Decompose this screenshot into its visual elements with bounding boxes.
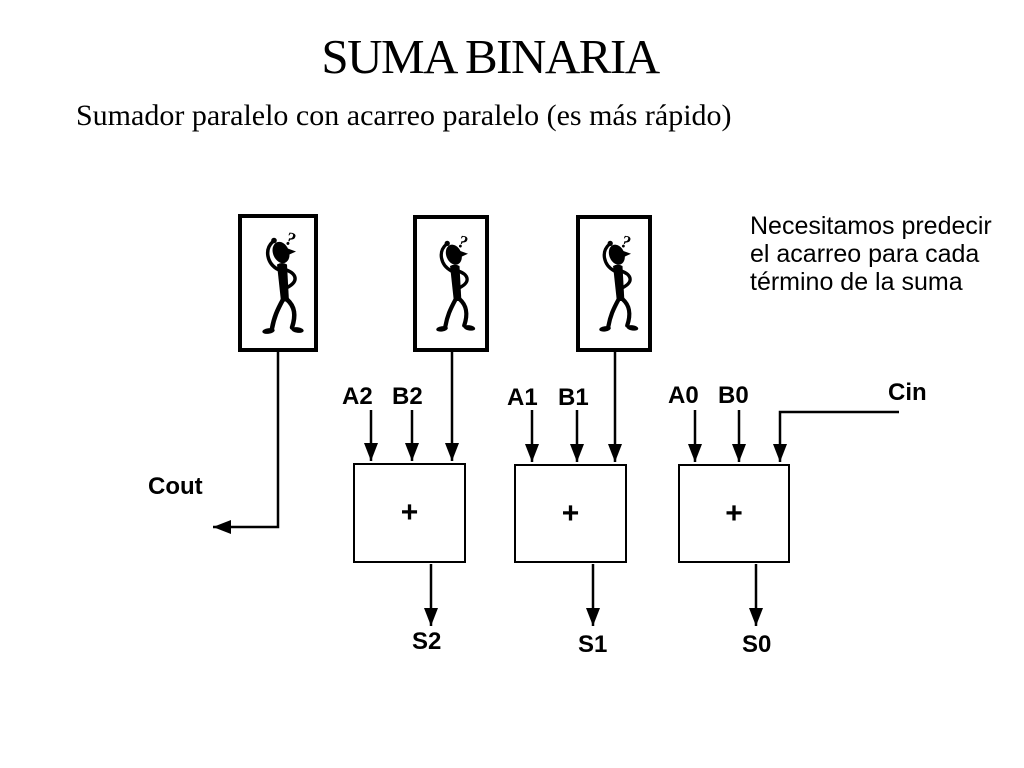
- input-label-b1: B1: [558, 384, 589, 411]
- input-label-b2: B2: [392, 383, 423, 410]
- sum-label-s1: S1: [578, 631, 608, 658]
- adder-box-1: +: [514, 464, 627, 563]
- thinking-person-box-1: [413, 215, 489, 352]
- carry-out-label: Cout: [148, 473, 203, 500]
- carry-in-label: Cin: [888, 379, 927, 406]
- thinking-person-box-2: [238, 214, 318, 352]
- thinking-person-icon: [242, 218, 314, 348]
- annotation-line: Necesitamos predecir: [750, 212, 992, 240]
- annotation-line: término de la suma: [750, 268, 963, 296]
- adder-box-0: +: [678, 464, 790, 563]
- input-label-a1: A1: [507, 384, 538, 411]
- page-title: SUMA BINARIA: [321, 29, 660, 84]
- thinking-person-icon: [580, 219, 648, 348]
- plus-symbol: +: [400, 496, 419, 529]
- wire-carry-in: [773, 410, 899, 462]
- plus-symbol: +: [561, 496, 580, 530]
- annotation-text: Necesitamos predecir el acarreo para cad…: [750, 212, 992, 296]
- annotation-line: el acarreo para cada: [750, 240, 980, 268]
- sum-label-s2: S2: [412, 628, 442, 655]
- input-label-a2: A2: [342, 383, 373, 410]
- thinking-person-icon: [417, 219, 485, 348]
- adder-box-2: +: [353, 463, 466, 563]
- sum-label-s0: S0: [742, 631, 772, 658]
- wire-carry-out: [213, 352, 280, 534]
- input-label-a0: A0: [668, 382, 699, 409]
- page-subtitle: Sumador paralelo con acarreo paralelo (e…: [76, 99, 732, 132]
- input-label-b0: B0: [718, 382, 749, 409]
- thinking-person-box-0: [576, 215, 652, 352]
- plus-symbol: +: [725, 496, 743, 530]
